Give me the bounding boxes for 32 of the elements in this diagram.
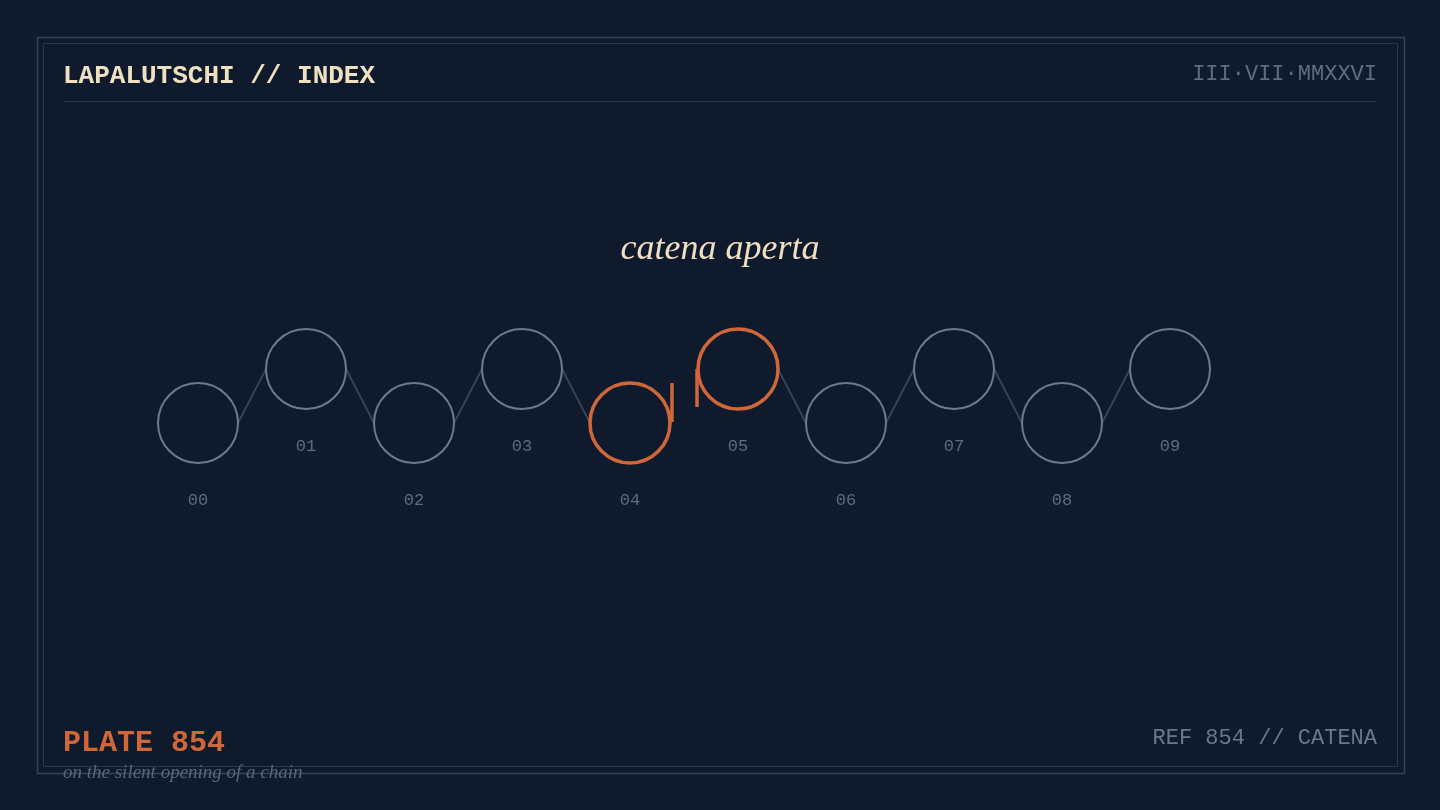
chain-ring bbox=[586, 379, 674, 467]
index-number: 05 bbox=[726, 437, 750, 456]
chain-ring bbox=[1126, 325, 1214, 413]
plate-number: PLATE 854 bbox=[63, 727, 226, 760]
reference-text: REF 854 // CATENA bbox=[1152, 727, 1377, 752]
index-number: 04 bbox=[618, 491, 642, 510]
chain-ring bbox=[262, 325, 350, 413]
chain-link-line bbox=[345, 368, 375, 424]
chain-ring bbox=[478, 325, 566, 413]
index-number: 03 bbox=[510, 437, 534, 456]
chain-link-line bbox=[1101, 368, 1131, 424]
chain-link-line bbox=[453, 368, 483, 424]
chain-ring bbox=[1018, 379, 1106, 467]
index-number: 02 bbox=[402, 491, 426, 510]
chain-link-line bbox=[993, 368, 1023, 424]
index-number: 09 bbox=[1158, 437, 1182, 456]
index-number: 01 bbox=[294, 437, 318, 456]
date-text: III·VII·MMXXVI bbox=[1192, 63, 1377, 88]
chain-ring bbox=[694, 325, 782, 413]
diagram-title: catena aperta bbox=[619, 226, 821, 268]
chain-ring bbox=[910, 325, 998, 413]
index-number: 07 bbox=[942, 437, 966, 456]
chain-ring bbox=[370, 379, 458, 467]
chain-link-line bbox=[885, 368, 915, 424]
index-number: 08 bbox=[1050, 491, 1074, 510]
chain-link-line bbox=[237, 368, 267, 424]
index-number: 00 bbox=[186, 491, 210, 510]
index-number: 06 bbox=[834, 491, 858, 510]
chain-ring bbox=[802, 379, 890, 467]
header-title: LAPALUTSCHI // INDEX bbox=[63, 62, 376, 91]
chain-ring bbox=[154, 379, 242, 467]
plate-subtitle: on the silent opening of a chain bbox=[63, 762, 303, 783]
